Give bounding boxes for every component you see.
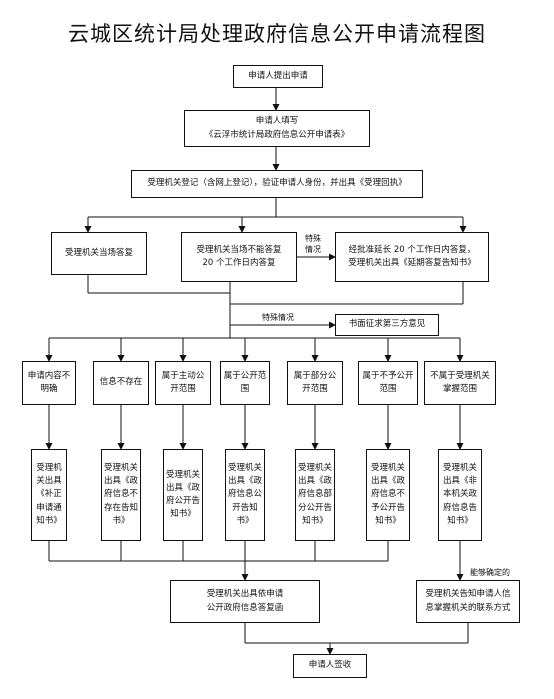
note-special-1-text: 特殊情况 — [305, 234, 321, 254]
category-not-exist-label: 信息不存在 — [99, 377, 143, 388]
step-sign-label: 申请人签收 — [308, 660, 352, 671]
step-register: 受理机关登记（含网上登记），验证申请人身份，并出具《受理回执》 — [131, 170, 423, 198]
category-partial: 属于部分公开范围 — [287, 361, 343, 405]
category-withheld-label: 属于不予公开范围 — [362, 370, 414, 394]
note-confirmable: 能够确定的 — [470, 568, 510, 579]
step-final-reply-label-2: 公开政府信息答复函 — [206, 602, 284, 613]
category-withheld: 属于不予公开范围 — [358, 361, 418, 405]
category-partial-label: 属于部分公开范围 — [293, 370, 337, 394]
notice-correction: 受理机关出具《补正申请通知书》 — [31, 449, 67, 541]
step-contact-info-label-1: 受理机关告知申请人信 — [425, 589, 511, 600]
notice-not-exist-label: 受理机关出具《政府信息不存在告知书》 — [104, 463, 139, 526]
step-extend-label-1: 经批准延长 20 个工作日内答复， — [348, 244, 476, 255]
page-title: 云城区统计局处理政府信息公开申请流程图 — [68, 22, 486, 46]
step-apply: 申请人提出申请 — [233, 65, 323, 88]
step-third-party-label: 书面征求第三方意见 — [348, 319, 426, 330]
step-reply-later: 受理机关当场不能答复 20 个工作日内答复 — [181, 232, 297, 282]
category-public-label: 属于公开范围 — [223, 370, 267, 394]
step-final-reply: 受理机关出具依申请 公开政府信息答复函 — [170, 580, 320, 623]
notice-partial: 受理机关出具《政府信息部分公开告知书》 — [295, 449, 335, 541]
step-contact-info-label-2: 息掌握机关的联系方式 — [425, 602, 511, 613]
notice-public-label: 受理机关出具《政府信息公开告知书》 — [228, 463, 263, 526]
category-out-of-scope-label: 不属于受理机关掌握范围 — [430, 370, 490, 394]
category-active-disclosure: 属于主动公开范围 — [155, 361, 211, 405]
notice-non-agency-label: 受理机关出具《非本机关政府信息告知书》 — [442, 463, 477, 526]
step-sign: 申请人签收 — [293, 654, 367, 678]
notice-correction-label: 受理机关出具《补正申请通知书》 — [36, 463, 62, 526]
category-out-of-scope: 不属于受理机关掌握范围 — [424, 361, 496, 405]
step-reply-later-label-2: 20 个工作日内答复 — [202, 258, 276, 268]
notice-public: 受理机关出具《政府信息公开告知书》 — [225, 449, 265, 541]
step-final-reply-label-1: 受理机关出具依申请 — [206, 589, 284, 600]
step-reply-now-label: 受理机关当场答复 — [64, 247, 133, 258]
notice-partial-label: 受理机关出具《政府信息部分公开告知书》 — [298, 463, 333, 526]
category-active-disclosure-label: 属于主动公开范围 — [161, 370, 205, 394]
step-register-label: 受理机关登记（含网上登记），验证申请人身份，并出具《受理回执》 — [147, 178, 407, 189]
step-fill-form: 申请人填写 《云浮市统计局政府信息公开申请表》 — [184, 110, 370, 147]
notice-active-disclosure-label: 受理机关出具《政府公开告知书》 — [166, 469, 201, 520]
notice-withheld-label: 受理机关出具《政府信息不予公开告知书》 — [370, 463, 405, 526]
category-public: 属于公开范围 — [220, 361, 270, 405]
step-reply-later-label-1: 受理机关当场不能答复 — [196, 244, 282, 255]
step-extend: 经批准延长 20 个工作日内答复， 受理机关出具《延期答复告知书》 — [335, 232, 489, 282]
notice-not-exist: 受理机关出具《政府信息不存在告知书》 — [101, 449, 141, 541]
note-special-1: 特殊情况 — [302, 234, 324, 256]
step-reply-now: 受理机关当场答复 — [51, 232, 147, 275]
step-third-party: 书面征求第三方意见 — [335, 314, 439, 336]
category-not-exist: 信息不存在 — [93, 361, 149, 405]
note-special-2: 特殊情况 — [262, 313, 294, 324]
category-unclear: 申请内容不明确 — [22, 361, 76, 405]
step-fill-form-name: 《云浮市统计局政府信息公开申请表》 — [204, 129, 350, 140]
notice-withheld: 受理机关出具《政府信息不予公开告知书》 — [366, 449, 410, 541]
step-extend-label-2: 受理机关出具《延期答复告知书》 — [348, 258, 476, 268]
notice-non-agency: 受理机关出具《非本机关政府信息告知书》 — [438, 449, 482, 541]
step-fill-label: 申请人填写 — [255, 116, 299, 127]
note-special-2-text: 特殊情况 — [262, 313, 294, 322]
notice-active-disclosure: 受理机关出具《政府公开告知书》 — [163, 449, 203, 541]
category-unclear-label: 申请内容不明确 — [27, 370, 71, 394]
step-contact-info: 受理机关告知申请人信 息掌握机关的联系方式 — [416, 580, 520, 623]
note-confirmable-text: 能够确定的 — [470, 568, 510, 577]
step-apply-label: 申请人提出申请 — [248, 70, 308, 81]
